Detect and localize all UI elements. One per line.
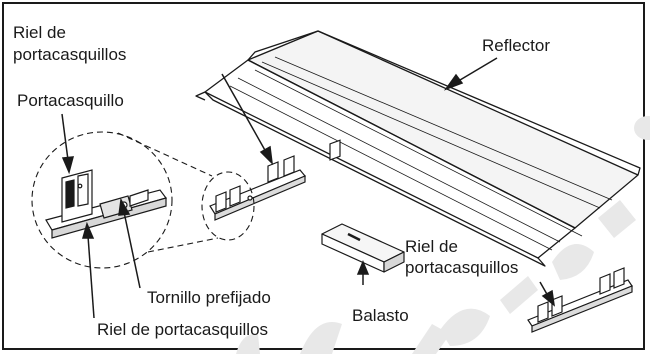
label-rail-bottom: Riel de portacasquillos xyxy=(97,320,269,339)
magnifier xyxy=(31,131,255,269)
callouts xyxy=(61,57,556,319)
rail-lower xyxy=(527,267,633,333)
watermark xyxy=(236,116,650,354)
rail-upper xyxy=(209,139,341,221)
label-preset-screw: Tornillo prefijado xyxy=(147,288,271,307)
lampholder-detail xyxy=(45,169,168,239)
ballast xyxy=(321,223,405,273)
reflector xyxy=(195,30,641,267)
label-rail-right-2: portacasquillos xyxy=(405,258,519,277)
label-ballast: Balasto xyxy=(352,306,409,325)
label-rail-top-left-1: Riel de xyxy=(13,23,66,42)
label-rail-right-1: Riel de xyxy=(405,237,458,256)
label-reflector: Reflector xyxy=(482,36,551,55)
label-rail-top-left-2: portacasquillos xyxy=(13,45,127,64)
label-lampholder: Portacasquillo xyxy=(17,91,124,110)
